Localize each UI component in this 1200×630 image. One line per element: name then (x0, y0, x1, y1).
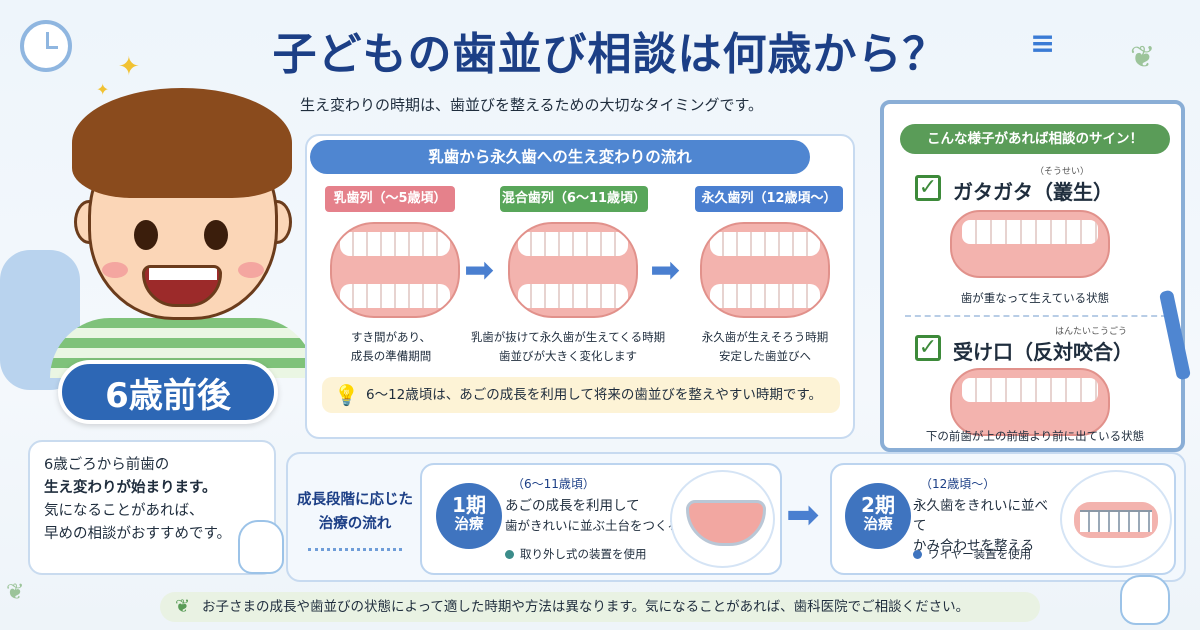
stage-desc-primary: すき間があり、 成長の準備期間 (316, 328, 466, 366)
checkbox-icon: ✓ (915, 335, 941, 361)
lightbulb-icon: 💡 (334, 383, 359, 407)
stage-desc-line: 成長の準備期間 (350, 349, 432, 363)
boy-eye-right (204, 220, 228, 250)
bullet-dot-icon (913, 550, 922, 559)
page-subtitle: 生え変わりの時期は、歯並びを整えるための大切なタイミングです。 (300, 96, 764, 114)
phase-num: 1期 (452, 493, 486, 517)
checkbox-icon: ✓ (915, 175, 941, 201)
sign-title-underbite: 受け口（反対咬合） (953, 340, 1133, 364)
stage-tag-primary: 乳歯列（〜5歳頃） (325, 186, 455, 212)
phase1-device: 取り外し式の装置を使用 (505, 546, 647, 562)
sign-caption-crowding: 歯が重なって生えている状態 (960, 291, 1110, 305)
mixed-teeth-image (508, 222, 638, 318)
primary-teeth-image (330, 222, 460, 318)
phase1-badge: 1期 治療 (436, 483, 502, 549)
dotted-line (308, 548, 402, 551)
plant-left-icon: ❦ (6, 580, 25, 605)
arrow-right-icon: ➡ (464, 250, 495, 291)
sign-title-crowding: ガタガタ（叢生） (953, 180, 1113, 204)
dashed-divider (905, 315, 1167, 317)
phase2-badge: 2期 治療 (845, 483, 911, 549)
stage-desc-mixed: 乳歯が抜けて永久歯が生えてくる時期 歯並びが大きく変化します (468, 328, 668, 366)
plant-top-icon: ❦ (1130, 40, 1156, 75)
ruby-text: はんたいこうごう (1055, 327, 1128, 337)
permanent-teeth-image (700, 222, 830, 318)
phase1-text: あごの成長を利用して 歯がきれいに並ぶ土台をつくる (505, 496, 680, 536)
stage-tag-permanent: 永久歯列（12歳頃〜） (695, 186, 843, 212)
phase-text-line: かみ合わせを整える (913, 538, 1035, 554)
bubble-line: 気になることがあれば、 (44, 503, 204, 519)
phase1-range: （6〜11歳頃） (512, 477, 595, 491)
phase-num: 2期 (861, 493, 895, 517)
boy-hair (72, 88, 292, 198)
crowded-teeth-image (950, 210, 1110, 278)
treatment-label-line: 成長段階に応じた (297, 492, 413, 508)
sparkle-icon: ✦ (118, 52, 140, 82)
treatment-label-line: 治療の流れ (318, 516, 392, 532)
age-badge: 6歳前後 (58, 360, 278, 424)
bubble-line: 6歳ごろから前歯の (44, 457, 170, 473)
phase-text-line: 歯がきれいに並ぶ土台をつくる (505, 518, 680, 533)
page-title: 子どもの歯並び相談は何歳から？ (272, 29, 948, 80)
sparkle-small-icon: ✦ (96, 80, 110, 99)
ruby-text: （そうせい） (1035, 167, 1090, 177)
speech-bubble: 6歳ごろから前歯の 生え変わりが始まります。 気になることがあれば、 早めの相談… (28, 440, 276, 575)
flow-header: 乳歯から永久歯への生え変わりの流れ (310, 140, 810, 174)
phase-word: 治療 (863, 517, 893, 533)
phase2-text: 永久歯をきれいに並べて かみ合わせを整える (913, 496, 1058, 556)
arrow-right-icon: ➡ (786, 492, 820, 538)
stage-desc-permanent: 永久歯が生えそろう時期 安定した歯並びへ (690, 328, 840, 366)
treatment-label: 成長段階に応じた 治療の流れ (295, 488, 415, 536)
emphasis-lines-icon: ≡ (1030, 26, 1056, 61)
boy-eye-left (134, 220, 158, 250)
signs-header: こんな様子があれば相談のサイン！ (900, 124, 1170, 154)
boy-mouth (142, 265, 222, 307)
stage-desc-line: すき間があり、 (350, 330, 432, 344)
stage-desc-line: 永久歯が生えそろう時期 (701, 330, 829, 344)
sign-caption-underbite: 下の前歯が上の前歯より前に出ている状態 (925, 429, 1145, 443)
bubble-line: 生え変わりが始まります。 (44, 480, 217, 496)
boy-cheek-left (102, 262, 128, 278)
underbite-teeth-image (950, 368, 1110, 436)
phase-text-line: 永久歯をきれいに並べて (913, 498, 1048, 534)
removable-appliance-image (670, 470, 775, 568)
tip-box: 6〜12歳頃は、あごの成長を利用して将来の歯並びを整えやすい時期です。 (322, 377, 840, 413)
phase2-device: ワイヤー装置を使用 (913, 546, 1031, 562)
stage-desc-line: 歯並びが大きく変化します (499, 349, 637, 363)
stage-desc-line: 安定した歯並びへ (719, 349, 811, 363)
stage-tag-mixed: 混合歯列（6〜11歳頃） (500, 186, 648, 212)
boy-cheek-right (238, 262, 264, 278)
clock-icon (20, 20, 72, 72)
phase-text-line: あごの成長を利用して (505, 498, 640, 514)
stage-desc-line: 乳歯が抜けて永久歯が生えてくる時期 (470, 330, 666, 344)
bubble-line: 早めの相談がおすすめです。 (44, 526, 232, 542)
arrow-right-icon: ➡ (650, 250, 681, 291)
bullet-dot-icon (505, 550, 514, 559)
footer-note: お子さまの成長や歯並びの状態によって適した時期や方法は異なります。気になることが… (160, 592, 1040, 622)
phase-device-text: ワイヤー装置を使用 (928, 547, 1032, 561)
phase-word: 治療 (454, 517, 484, 533)
braces-image (1060, 470, 1172, 568)
phase2-range: （12歳頃〜） (920, 477, 996, 491)
tooth-mascot-magnifier-icon (1120, 575, 1170, 625)
tooth-mascot-icon (238, 520, 284, 574)
phase-device-text: 取り外し式の装置を使用 (520, 547, 647, 561)
leaf-icon: ❦ (175, 596, 191, 617)
